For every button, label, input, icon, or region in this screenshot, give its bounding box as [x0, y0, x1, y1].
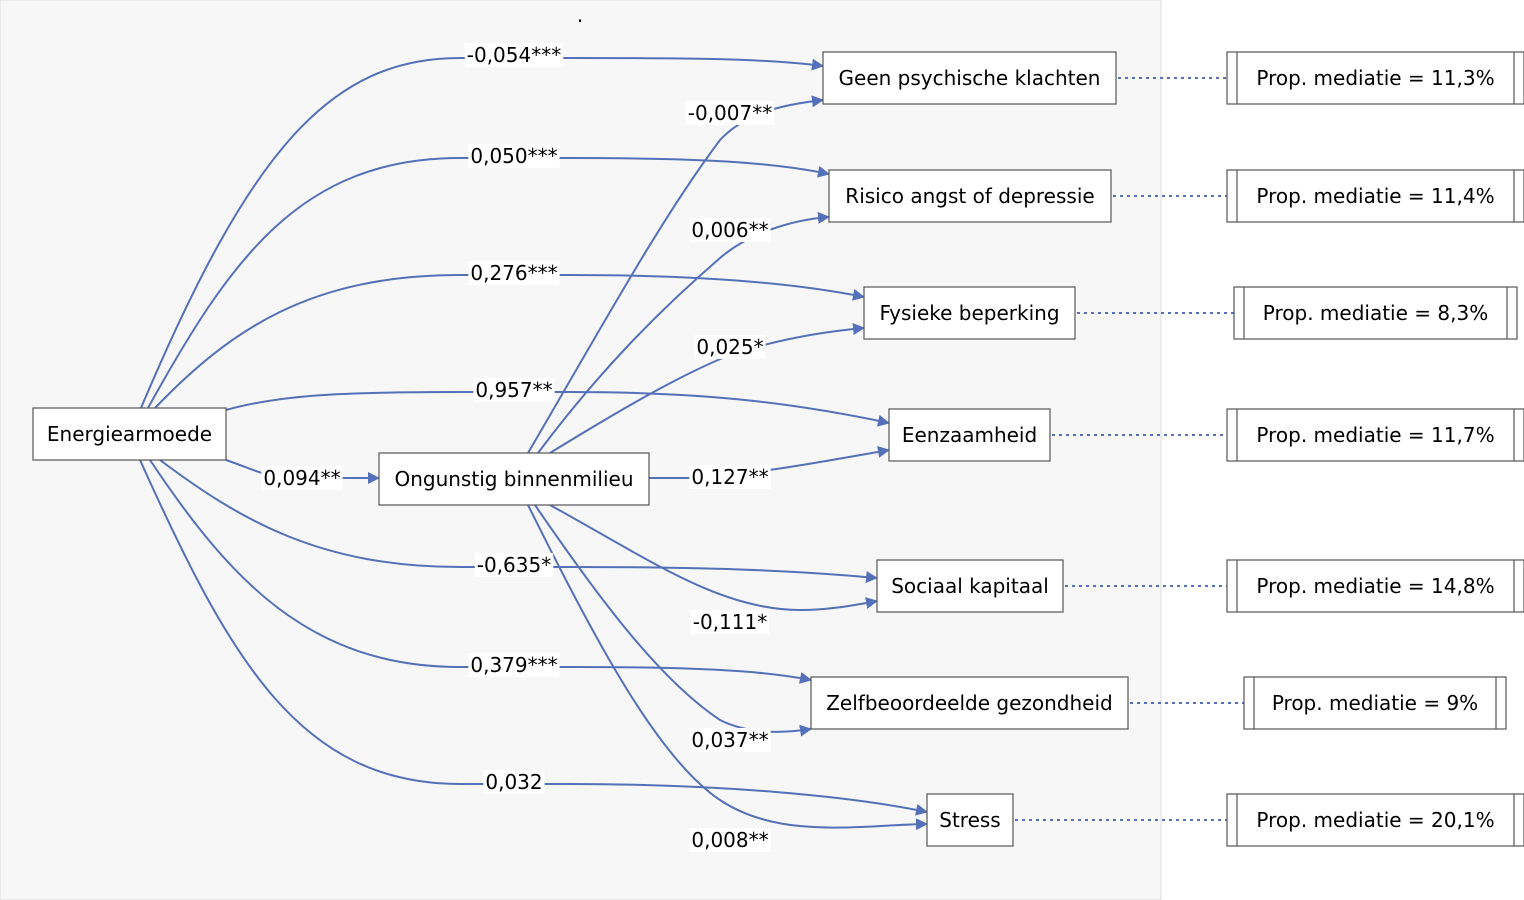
edge-indirect-7 [527, 504, 928, 831]
label-indirect-2-bg [689, 218, 771, 242]
edges [139, 57, 1244, 831]
diagram-dot: . [577, 3, 583, 27]
label-indirect-5-bg [690, 610, 770, 634]
label-indirect-4-bg [689, 465, 771, 489]
node-outcome-5-box [876, 559, 1064, 613]
label-direct-4-bg [473, 378, 555, 402]
edge-indirect-5 [549, 504, 878, 612]
mediation-box-7: Prop. mediatie = 20,1% [1226, 793, 1524, 847]
label-indirect-3-bg [694, 335, 766, 359]
mediation-box-6-label: Prop. mediatie = 9% [1272, 691, 1478, 715]
label-direct-1: -0,054*** [467, 43, 561, 67]
label-indirect-2: 0,006** [691, 218, 768, 242]
label-mediator-path-bg [261, 466, 343, 490]
edge-labels: 0,094** -0,054*** -0,007** 0,050*** 0,006** 0… [261, 43, 775, 852]
mediation-box-3-label: Prop. mediatie = 8,3% [1263, 301, 1488, 325]
label-indirect-1: -0,007** [688, 101, 772, 125]
node-outcome-1: Geen psychische klachten [822, 51, 1117, 105]
node-outcome-4-box [888, 408, 1051, 462]
node-ongunstig-binnenmilieu-label: Ongunstig binnenmilieu [394, 467, 633, 491]
mediation-box-1: Prop. mediatie = 11,3% [1226, 51, 1524, 105]
label-indirect-1-bg [685, 101, 775, 125]
label-direct-3: 0,276*** [470, 261, 557, 285]
label-direct-2: 0,050*** [470, 144, 557, 168]
label-direct-4: 0,957** [475, 378, 552, 402]
node-outcome-4: Eenzaamheid [888, 408, 1051, 462]
mediation-box-7-label: Prop. mediatie = 20,1% [1256, 808, 1494, 832]
label-indirect-5: -0,111* [693, 610, 767, 634]
label-direct-1-bg [464, 43, 564, 67]
edge-direct-6 [149, 459, 812, 684]
node-ongunstig-binnenmilieu-box [378, 452, 650, 506]
node-ongunstig-binnenmilieu: Ongunstig binnenmilieu [378, 452, 650, 506]
mediation-box-5: Prop. mediatie = 14,8% [1226, 559, 1524, 613]
node-outcome-1-box [822, 51, 1117, 105]
mediation-box-3: Prop. mediatie = 8,3% [1233, 286, 1518, 340]
label-direct-6: 0,379*** [470, 653, 557, 677]
edge-direct-3 [154, 274, 865, 409]
mediation-box-6: Prop. mediatie = 9% [1243, 676, 1507, 730]
label-indirect-7-bg [689, 828, 771, 852]
mediation-box-2-label: Prop. mediatie = 11,4% [1256, 184, 1494, 208]
node-outcome-2-box [828, 169, 1112, 223]
edge-direct-1 [140, 57, 824, 409]
node-outcome-5-label: Sociaal kapitaal [891, 574, 1049, 598]
label-indirect-4: 0,127** [691, 465, 768, 489]
node-outcome-2: Risico angst of depressie [828, 169, 1112, 223]
label-direct-7: 0,032 [485, 770, 542, 794]
mediation-box-2: Prop. mediatie = 11,4% [1226, 169, 1524, 223]
node-outcome-6-box [810, 676, 1129, 730]
node-outcome-2-label: Risico angst of depressie [845, 184, 1094, 208]
edge-indirect-1 [527, 95, 824, 454]
label-direct-3-bg [468, 261, 560, 285]
label-indirect-3: 0,025* [696, 335, 763, 359]
label-indirect-6-bg [689, 728, 771, 752]
edge-direct-2 [147, 157, 830, 409]
node-outcome-3: Fysieke beperking [863, 286, 1076, 340]
edge-indirect-6 [534, 504, 812, 737]
label-indirect-6: 0,037** [691, 728, 768, 752]
edge-direct-7 [139, 459, 928, 816]
edge-indirect-2 [537, 211, 830, 454]
node-outcome-1-label: Geen psychische klachten [839, 66, 1101, 90]
node-energiearmoede-label: Energiearmoede [47, 422, 212, 446]
edge-direct-5 [159, 459, 878, 583]
node-outcome-3-box [863, 286, 1076, 340]
label-direct-7-bg [483, 770, 545, 794]
node-outcome-4-label: Eenzaamheid [902, 423, 1037, 447]
node-outcome-3-label: Fysieke beperking [879, 301, 1059, 325]
label-direct-2-bg [468, 144, 560, 168]
label-indirect-7: 0,008** [691, 828, 768, 852]
label-direct-5: -0,635* [477, 553, 551, 577]
node-outcome-7: Stress [926, 793, 1014, 847]
node-outcome-6-label: Zelfbeoordeelde gezondheid [826, 691, 1113, 715]
mediation-box-1-label: Prop. mediatie = 11,3% [1256, 66, 1494, 90]
nodes: Prop. mediatie = 11,3% Prop. mediatie = 1… [32, 51, 1524, 847]
node-energiearmoede-box [32, 407, 227, 461]
mediation-box-4-label: Prop. mediatie = 11,7% [1256, 423, 1494, 447]
node-outcome-5: Sociaal kapitaal [876, 559, 1064, 613]
label-direct-6-bg [468, 653, 560, 677]
mediation-box-4: Prop. mediatie = 11,7% [1226, 408, 1524, 462]
edge-direct-4 [225, 391, 890, 427]
label-direct-5-bg [474, 553, 554, 577]
node-outcome-6: Zelfbeoordeelde gezondheid [810, 676, 1129, 730]
node-outcome-7-label: Stress [939, 808, 1000, 832]
node-energiearmoede: Energiearmoede [32, 407, 227, 461]
node-outcome-7-box [926, 793, 1014, 847]
label-mediator-path: 0,094** [263, 466, 340, 490]
mediation-box-5-label: Prop. mediatie = 14,8% [1256, 574, 1494, 598]
